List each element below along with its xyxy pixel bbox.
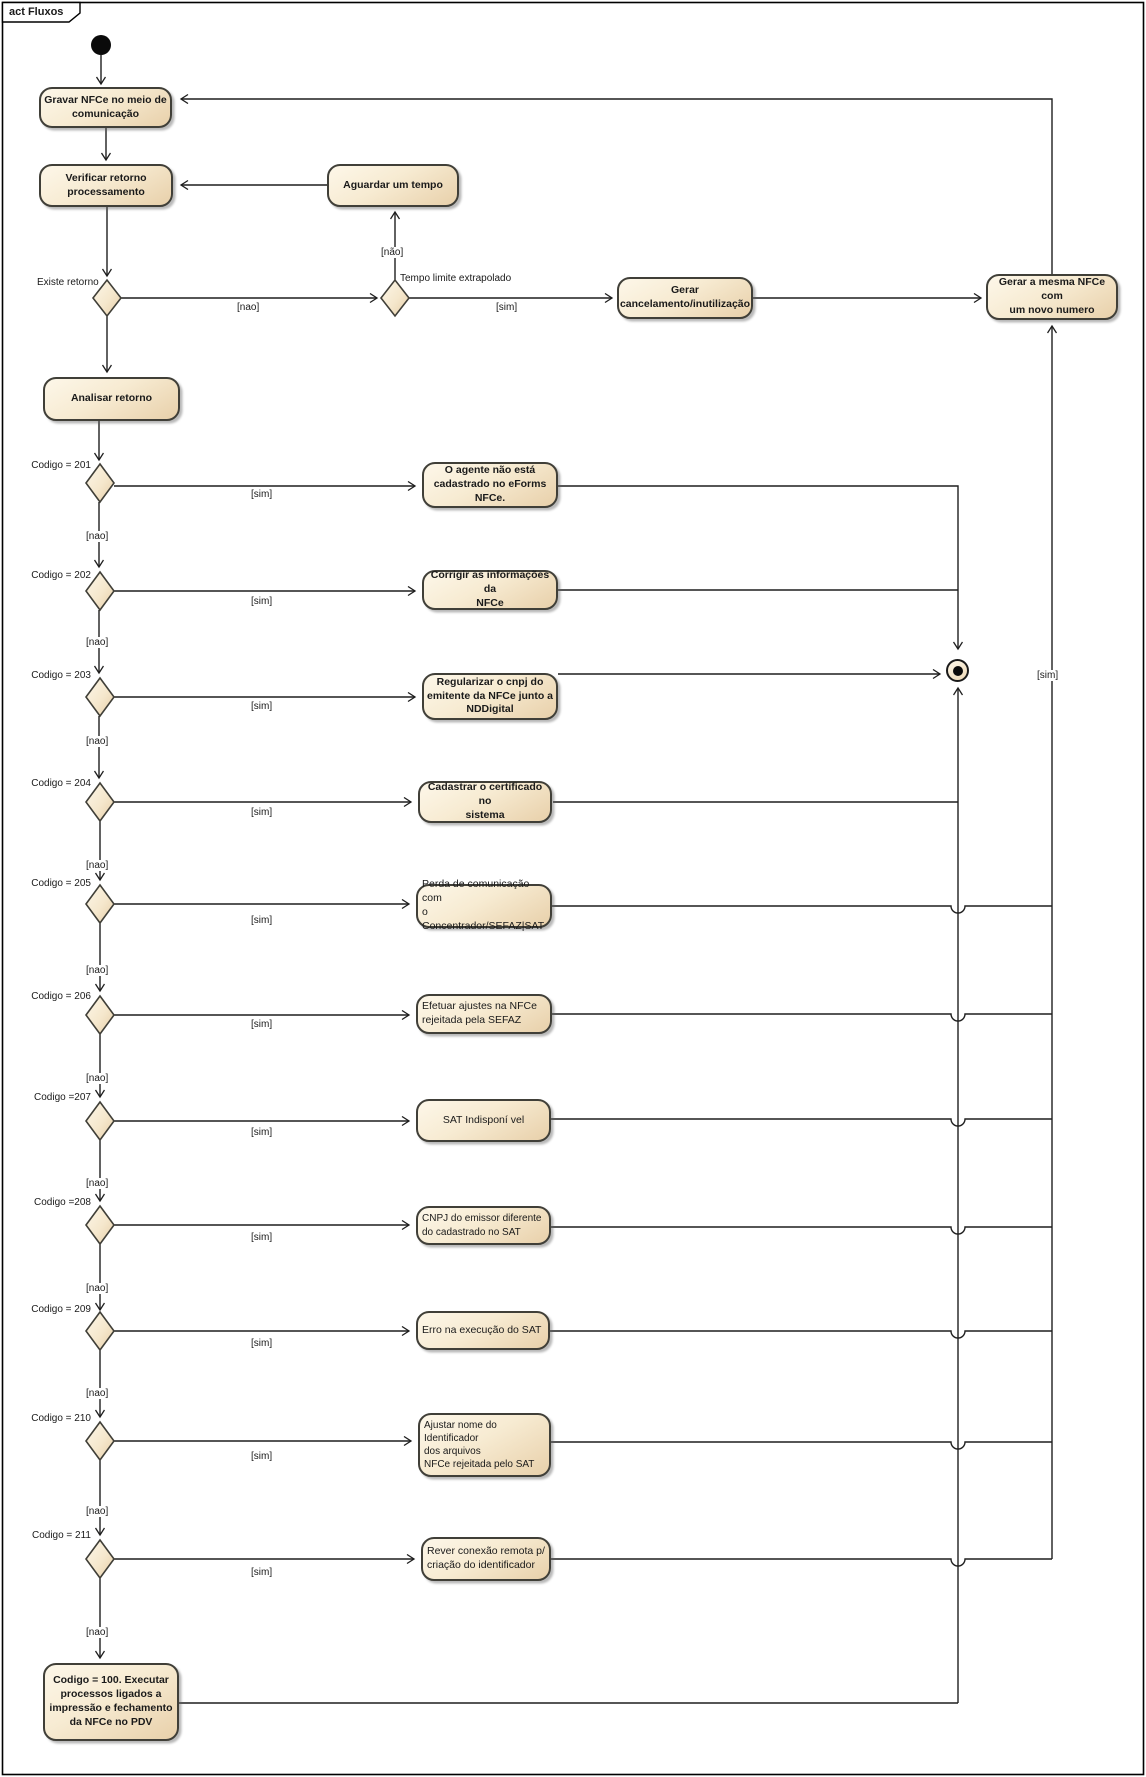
label-sim-205: [sim]: [250, 915, 274, 926]
label-nao-205: [nao]: [85, 965, 110, 976]
activity-codigo-100: Codigo = 100. Executar processos ligados…: [43, 1663, 179, 1741]
label-nao-210: [nao]: [85, 1506, 110, 1517]
label-sim-204: [sim]: [250, 807, 274, 818]
label-codigo-208: Codigo =208: [34, 1197, 91, 1208]
decision-codigo-211: [85, 1538, 115, 1580]
decision-codigo-204: [85, 781, 115, 823]
label-nao-203: [nao]: [85, 736, 110, 747]
label-nao-209: [nao]: [85, 1388, 110, 1399]
action-211: Rever conexão remota p/ criação do ident…: [421, 1537, 551, 1581]
action-202: Corrigir as informações da NFCe: [422, 569, 558, 610]
decisions-group: [85, 278, 411, 1580]
label-codigo-207: Codigo =207: [34, 1092, 91, 1103]
label-sim-202: [sim]: [250, 596, 274, 607]
label-existe-retorno: Existe retorno: [37, 277, 99, 288]
activity-gravar-nfce: Gravar NFCe no meio de comunicação: [39, 87, 172, 128]
label-sim-203: [sim]: [250, 701, 274, 712]
diagram-title: act Fluxos: [9, 6, 64, 18]
label-nao-201: [nao]: [85, 531, 110, 542]
label-sim-201: [sim]: [250, 489, 274, 500]
action-210: Ajustar nome do Identificador dos arquiv…: [418, 1413, 551, 1477]
label-codigo-211: Codigo = 211: [31, 1530, 91, 1541]
label-codigo-202: Codigo = 202: [31, 570, 91, 581]
decision-codigo-206: [85, 994, 115, 1036]
label-sim-trunk: [sim]: [1036, 670, 1060, 681]
action-207: SAT Indisponí vel: [416, 1099, 551, 1142]
decision-codigo-205: [85, 883, 115, 925]
activity-gerar-cancelamento: Gerar cancelamento/inutilização: [617, 277, 753, 319]
label-codigo-204: Codigo = 204: [31, 778, 91, 789]
edge-211-to-trunk2: [551, 1558, 1052, 1567]
decision-codigo-210: [85, 1420, 115, 1462]
label-codigo-210: Codigo = 210: [31, 1413, 91, 1424]
label-sim-206: [sim]: [250, 1019, 274, 1030]
label-codigo-205: Codigo = 205: [31, 878, 91, 889]
action-209: Erro na execução do SAT: [416, 1311, 550, 1350]
label-codigo-209: Codigo = 209: [31, 1304, 91, 1315]
action-203: Regularizar o cnpj do emitente da NFCe j…: [422, 673, 558, 720]
decision-codigo-203: [85, 676, 115, 718]
action-205: Perda de comunicação com o Concentrador/…: [416, 878, 552, 932]
action-208: CNPJ do emissor diferente do cadastrado …: [416, 1206, 551, 1245]
edge-205-to-trunk2: [552, 905, 1052, 914]
activity-verificar-retorno: Verificar retorno processamento: [39, 164, 173, 207]
label-sim-208: [sim]: [250, 1232, 274, 1243]
label-nao-207: [nao]: [85, 1178, 110, 1189]
label-nao-tempo-limite: [não]: [380, 247, 405, 258]
decision-codigo-202: [85, 570, 115, 612]
decision-codigo-209: [85, 1310, 115, 1352]
label-sim-tempo-limite: [sim]: [495, 302, 519, 313]
label-nao-204: [nao]: [85, 860, 110, 871]
label-nao-existe-retorno: [nao]: [236, 302, 261, 313]
label-codigo-203: Codigo = 203: [31, 670, 91, 681]
label-sim-207: [sim]: [250, 1127, 274, 1138]
edge-208-to-trunk2: [551, 1226, 1052, 1235]
label-nao-202: [nao]: [85, 637, 110, 648]
label-nao-208: [nao]: [85, 1283, 110, 1294]
decision-codigo-207: [85, 1100, 115, 1142]
activity-analisar-retorno: Analisar retorno: [43, 377, 180, 421]
label-sim-211: [sim]: [250, 1567, 274, 1578]
decision-codigo-208: [85, 1204, 115, 1246]
activity-final-dot: [952, 665, 963, 676]
activity-final-node: [946, 659, 969, 682]
decision-codigo-201: [85, 462, 115, 504]
label-nao-206: [nao]: [85, 1073, 110, 1084]
label-tempo-limite: Tempo limite extrapolado: [400, 273, 512, 284]
edge-207-to-trunk2: [551, 1118, 1052, 1127]
action-206: Efetuar ajustes na NFCe rejeitada pela S…: [416, 994, 552, 1034]
edge-206-to-trunk2: [552, 1013, 1052, 1022]
activity-aguardar-tempo: Aguardar um tempo: [327, 164, 459, 207]
label-sim-210: [sim]: [250, 1451, 274, 1462]
action-201: O agente não está cadastrado no eForms N…: [422, 462, 558, 508]
decision-tempo-limite: [379, 278, 411, 318]
edge-209-to-trunk2: [550, 1330, 1052, 1339]
label-nao-211: [nao]: [85, 1627, 110, 1638]
edge-201-to-final: [558, 485, 958, 649]
edges-group: [99, 55, 1053, 1704]
decision-existe-retorno: [91, 278, 123, 318]
diagram-frame-tab: [1, 1, 81, 23]
activity-gerar-mesma-nfce: Gerar a mesma NFCe com um novo numero: [986, 274, 1118, 320]
initial-node: [91, 35, 111, 55]
label-codigo-201: Codigo = 201: [31, 460, 91, 471]
label-codigo-206: Codigo = 206: [31, 991, 91, 1002]
label-sim-209: [sim]: [250, 1338, 274, 1349]
edge-210-to-trunk2: [551, 1441, 1052, 1450]
edge-gerar-mesma-loop-to-gravar: [181, 99, 1053, 274]
action-204: Cadastrar o certificado no sistema: [418, 781, 552, 823]
